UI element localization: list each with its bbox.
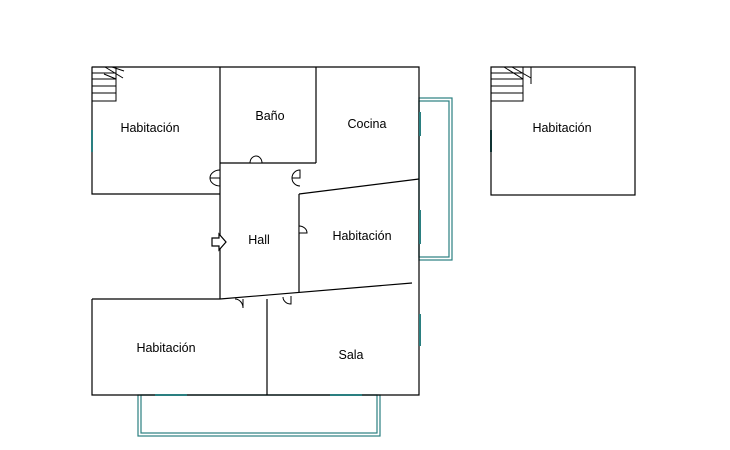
room-label-cocina: Cocina: [348, 117, 387, 131]
room-label-habitacion-3: Habitación: [136, 341, 195, 355]
doors: [209, 155, 308, 309]
room-label-hall: Hall: [248, 233, 270, 247]
arrow-right-icon: [211, 232, 227, 252]
room-label-bano: Baño: [255, 109, 284, 123]
room-label-habitacion-1: Habitación: [120, 121, 179, 135]
interior-walls: [219, 67, 420, 395]
terrace-south: [137, 394, 381, 437]
room-label-habitacion-4: Habitación: [532, 121, 591, 135]
detached-room: [490, 66, 636, 196]
room-label-habitacion-2: Habitación: [332, 229, 391, 243]
staircase-main: [91, 66, 125, 102]
room-label-sala: Sala: [338, 348, 363, 362]
outer-walls: [91, 66, 420, 396]
terrace-east: [418, 97, 453, 261]
